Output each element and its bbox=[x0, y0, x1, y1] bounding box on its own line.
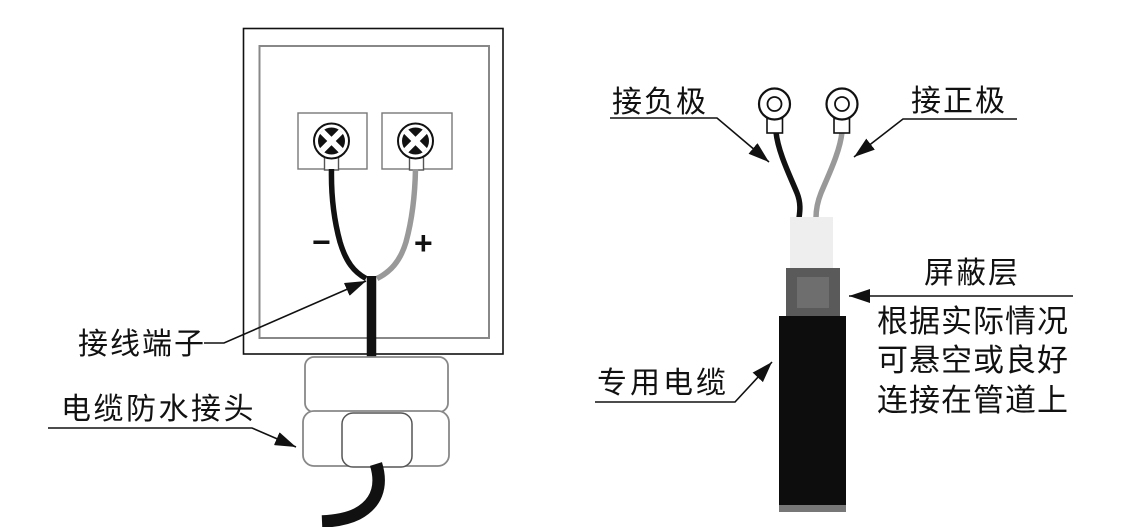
terminal-leader-arrow bbox=[204, 280, 367, 344]
cable-assembly bbox=[757, 87, 859, 512]
junction-box bbox=[242, 27, 504, 358]
negative-leader-arrow bbox=[610, 117, 770, 163]
positive-sign: + bbox=[414, 225, 433, 261]
ring-terminal-positive-icon bbox=[825, 87, 859, 121]
cable-shield-highlight bbox=[797, 277, 829, 308]
cable-cut-end bbox=[779, 505, 846, 512]
cable-tail bbox=[321, 462, 385, 527]
shield-note-line-1: 根据实际情况 bbox=[877, 304, 1069, 339]
positive-pole-label: 接正极 bbox=[911, 85, 1007, 118]
cable-jacket bbox=[779, 316, 846, 512]
free-negative-wire bbox=[773, 131, 803, 219]
box-positive-wire bbox=[375, 168, 419, 281]
special-cable-label: 专用电缆 bbox=[597, 367, 729, 400]
screw-terminal-right-icon bbox=[397, 122, 434, 160]
negative-pole-label: 接负极 bbox=[612, 86, 708, 119]
leader-arrows bbox=[48, 117, 1073, 448]
terminal-label: 接线端子 bbox=[78, 328, 206, 361]
box-negative-wire bbox=[328, 168, 368, 281]
negative-sign: − bbox=[312, 224, 331, 260]
cable-leader-arrow bbox=[595, 361, 773, 403]
waterproof-gland bbox=[302, 356, 450, 527]
gland-label: 电缆防水接头 bbox=[61, 393, 256, 426]
ring-terminal-negative-icon bbox=[757, 87, 792, 121]
free-positive-wire bbox=[813, 131, 845, 219]
shield-note-line-2: 可悬空或良好 bbox=[877, 343, 1069, 378]
gland-leader-arrow bbox=[48, 427, 297, 448]
shield-note-line-3: 连接在管道上 bbox=[877, 383, 1069, 418]
gland-inner-nut bbox=[341, 412, 413, 468]
ferrule-positive bbox=[833, 117, 851, 134]
ferrule-negative bbox=[766, 117, 784, 134]
gland-top-section bbox=[304, 356, 449, 413]
screw-terminal-left-icon bbox=[313, 122, 350, 160]
shield-label: 屏蔽层 bbox=[924, 257, 1020, 290]
positive-leader-arrow bbox=[853, 118, 1017, 158]
cable-inner-insulation bbox=[790, 217, 833, 269]
